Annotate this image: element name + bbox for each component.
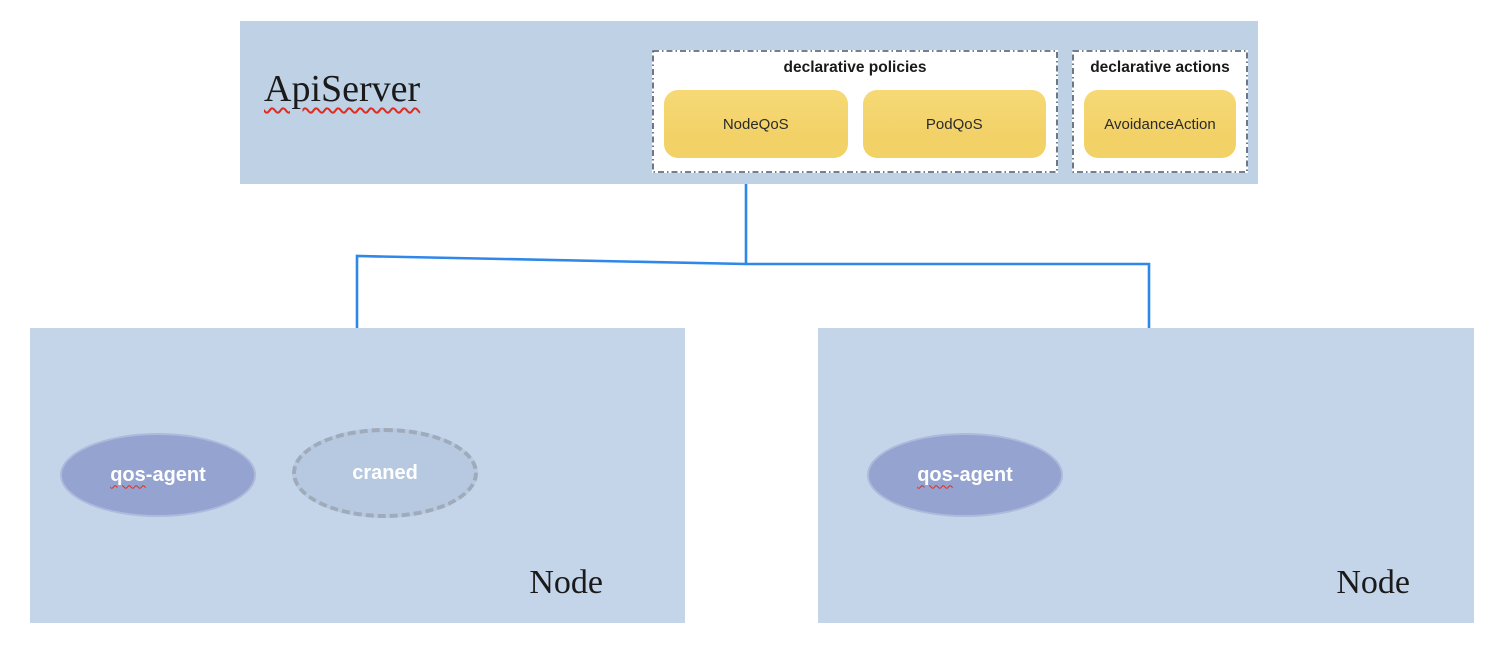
api-server-label-text: ApiServer [264,68,421,110]
api-server-label: ApiServer [264,68,421,111]
connector-right-line [746,262,1151,332]
policies-group-title: declarative policies [783,59,927,76]
declarative-actions-group: declarative actions AvoidanceAction [1072,50,1248,173]
actions-group-title: declarative actions [1090,59,1230,76]
actions-chip-row: AvoidanceAction [1084,90,1236,158]
connector-left-line [355,254,747,332]
policies-chip-row: NodeQoS PodQoS [664,90,1046,158]
node-label-left: Node [529,564,603,602]
qos-agent-ellipse-right: qos-agent [867,433,1063,517]
craned-ellipse: craned [292,428,478,518]
declarative-policies-group: declarative policies NodeQoS PodQoS [652,50,1058,173]
policy-chip-podqos: PodQoS [862,90,1046,158]
policy-chip-nodeqos: NodeQoS [664,90,848,158]
policies-dashed-border [652,50,1058,173]
qos-agent-label-right: qos-agent [917,463,1013,486]
actions-dashed-border [1072,50,1248,173]
node-label-right: Node [1336,564,1410,602]
qos-agent-label-left: qos-agent [110,463,206,486]
craned-label: craned [352,461,418,484]
action-chip-avoidanceaction: AvoidanceAction [1084,90,1236,158]
node-box-left: qos-agent craned Node [30,328,685,623]
qos-agent-ellipse-left: qos-agent [60,433,256,517]
node-box-right: qos-agent Node [818,328,1474,623]
api-server-box: ApiServer declarative policies NodeQoS P… [240,21,1258,184]
